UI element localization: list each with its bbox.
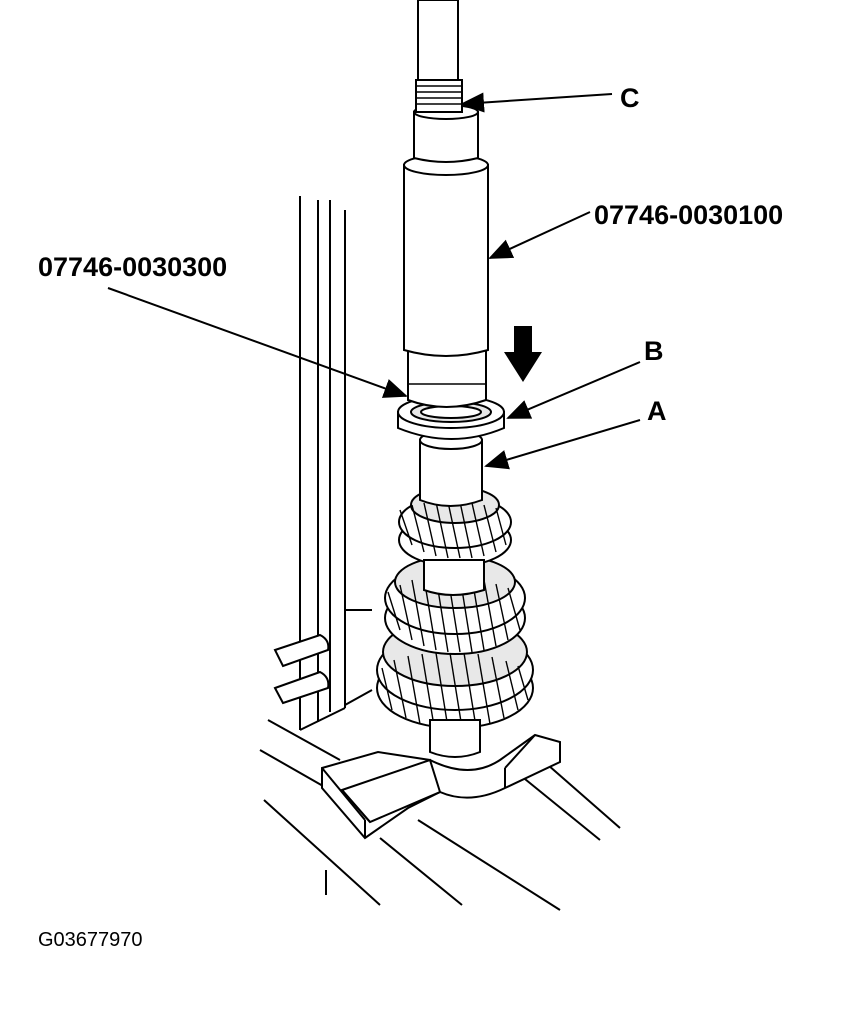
support-block bbox=[321, 733, 561, 840]
callout-a: A bbox=[647, 396, 667, 426]
callout-b: B bbox=[644, 336, 664, 366]
press-direction-arrow bbox=[504, 326, 542, 382]
callout-tool-top: 07746-0030100 bbox=[594, 200, 783, 230]
callout-tool-left: 07746-0030300 bbox=[38, 252, 227, 282]
callout-c: C bbox=[620, 83, 640, 113]
support-rods bbox=[259, 633, 341, 791]
tool-driver bbox=[403, 0, 489, 408]
press-base bbox=[263, 764, 621, 911]
leader-lines bbox=[107, 92, 641, 470]
gear-stack bbox=[376, 486, 534, 758]
figure-id: G03677970 bbox=[38, 929, 143, 951]
